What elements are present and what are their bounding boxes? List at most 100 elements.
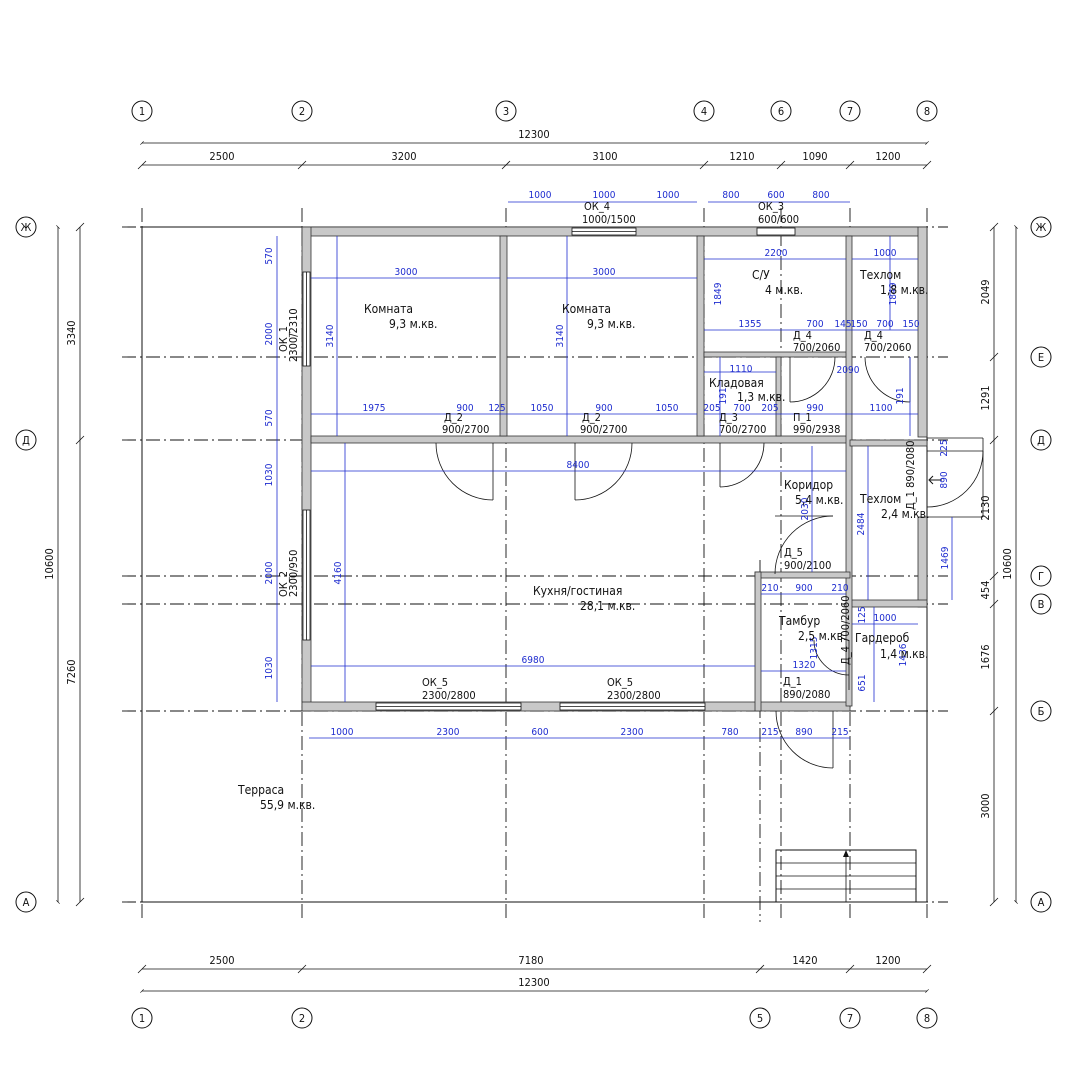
dim-wall: 1975 xyxy=(363,403,386,414)
dim-kitchen-height: 4160 xyxy=(333,561,344,584)
room-name: Гардероб xyxy=(855,631,910,645)
axis-label: Г xyxy=(1038,570,1044,583)
dim-su: 700 xyxy=(876,319,893,330)
room-area: 9,3 м.кв. xyxy=(389,317,437,331)
dim-passage: 1100 xyxy=(870,403,893,414)
dim-left-segment: 7260 xyxy=(65,659,78,684)
door-tag: Д_4 xyxy=(793,329,812,342)
dim-corridor: 2030 xyxy=(800,497,811,520)
room-area: 28,1 м.кв. xyxy=(580,599,635,613)
dim-storage: 205 xyxy=(703,403,720,414)
dim-su: 1355 xyxy=(739,319,762,330)
dim-right-segment: 454 xyxy=(979,581,992,600)
room-area: 1,8 м.кв. xyxy=(880,283,928,297)
dim-wardrobe: 651 xyxy=(857,674,868,691)
dim-top-total: 12300 xyxy=(518,128,549,141)
dim-window: 800 xyxy=(812,190,829,201)
dim-storage: 1110 xyxy=(730,364,753,375)
dim-window: 1000 xyxy=(593,190,616,201)
dim-room2-height: 3140 xyxy=(555,324,566,347)
axis-label: 3 xyxy=(503,105,509,118)
axis-label: 6 xyxy=(778,105,784,118)
dim-wall: 900 xyxy=(456,403,473,414)
axis-bubbles-right: Ж Е Д Г В Б А xyxy=(1030,216,1052,913)
dim-bottom-segment: 2500 xyxy=(209,954,234,967)
axis-label: Д xyxy=(1037,434,1045,447)
outer-dimension-text: 12300 2500 3200 3100 1210 1090 1200 2500… xyxy=(43,128,1014,989)
door-tag: Д_2 xyxy=(582,411,601,424)
dim-facade: 780 xyxy=(721,727,738,738)
dim-wall: 900 xyxy=(595,403,612,414)
dim-kitchen-width: 8400 xyxy=(567,460,590,471)
dim-wall: 1050 xyxy=(531,403,554,414)
outer-dimension-lines xyxy=(56,141,1018,993)
room-name: Техлом xyxy=(859,268,901,282)
dim-window: 1000 xyxy=(529,190,552,201)
axis-label: 2 xyxy=(299,105,305,118)
room-area: 2,4 м.кв. xyxy=(881,507,929,521)
room-area: 2,5 м.кв. xyxy=(798,629,846,643)
dim-window: 800 xyxy=(722,190,739,201)
door-size: 700/2700 xyxy=(719,423,766,436)
axis-label: 8 xyxy=(924,105,930,118)
dim-bottom-segment: 7180 xyxy=(518,954,543,967)
axis-label: А xyxy=(1038,896,1045,909)
dim-vestibule: 210 xyxy=(761,583,778,594)
dim-storage: 700 xyxy=(733,403,750,414)
dim-tech2: 890 xyxy=(939,471,950,488)
axis-bubbles-left: Ж Д А xyxy=(15,216,37,913)
dim-left-segment: 3340 xyxy=(65,320,78,345)
dim-room2-width: 3000 xyxy=(593,267,616,278)
dim-facade: 600 xyxy=(531,727,548,738)
axis-label: Б xyxy=(1038,705,1045,718)
opening-labels: ОК_4 1000/1500 ОК_3 600/600 ОК_1 2300/23… xyxy=(277,200,917,702)
dim-tech-width: 1000 xyxy=(874,248,897,259)
door-tag: Д_3 xyxy=(719,411,738,424)
dim-kitchen-bottom: 6980 xyxy=(522,655,545,666)
walls xyxy=(301,226,928,712)
axis-label: 7 xyxy=(847,1012,853,1025)
axis-label: Е xyxy=(1038,351,1044,364)
dim-tech2: 225 xyxy=(939,439,950,456)
axis-label: А xyxy=(23,896,30,909)
window-tag: ОК_5 xyxy=(422,676,448,689)
axis-label: 1 xyxy=(139,105,145,118)
dim-facade: 2300 xyxy=(621,727,644,738)
axis-label: Ж xyxy=(21,221,32,234)
door-label-vertical: Д_4 700/2060 xyxy=(839,595,852,665)
window-tag: ОК_1 xyxy=(277,326,290,352)
dim-left-inner: 570 xyxy=(264,247,275,264)
window-size: 600/600 xyxy=(758,213,799,226)
door-size: 900/2700 xyxy=(442,423,489,436)
room-area: 9,3 м.кв. xyxy=(587,317,635,331)
dim-left-inner: 1030 xyxy=(264,463,275,486)
window-tag: ОК_5 xyxy=(607,676,633,689)
dim-passage: 990 xyxy=(806,403,823,414)
axis-label: 1 xyxy=(139,1012,145,1025)
dim-facade: 2300 xyxy=(437,727,460,738)
dim-right-segment: 1676 xyxy=(979,644,992,669)
dim-tech2: 1469 xyxy=(940,546,951,569)
room-name: Комната xyxy=(364,302,413,316)
dim-top-segment: 3200 xyxy=(391,150,416,163)
door-size: 900/2700 xyxy=(580,423,627,436)
dim-su-height: 1849 xyxy=(713,282,724,305)
dim-su: 150 xyxy=(902,319,919,330)
room-area: 5,4 м.кв. xyxy=(795,493,843,507)
inner-dimension-lines xyxy=(276,201,953,739)
window-size: 2300/2310 xyxy=(287,308,300,362)
room-name: Кухня/гостиная xyxy=(533,584,622,598)
dim-storage: 205 xyxy=(761,403,778,414)
door-tag: П_1 xyxy=(793,411,812,424)
window-size: 1000/1500 xyxy=(582,213,636,226)
dim-bottom-total: 12300 xyxy=(518,976,549,989)
dim-room1-height: 3140 xyxy=(325,324,336,347)
dim-passage: 191 xyxy=(895,387,906,404)
dim-su: 700 xyxy=(806,319,823,330)
dim-vestibule: 900 xyxy=(795,583,812,594)
dim-tech2: 2484 xyxy=(856,512,867,535)
axis-label: 4 xyxy=(701,105,707,118)
dim-vestibule: 1315 xyxy=(809,637,820,660)
dim-su: 150 xyxy=(850,319,867,330)
